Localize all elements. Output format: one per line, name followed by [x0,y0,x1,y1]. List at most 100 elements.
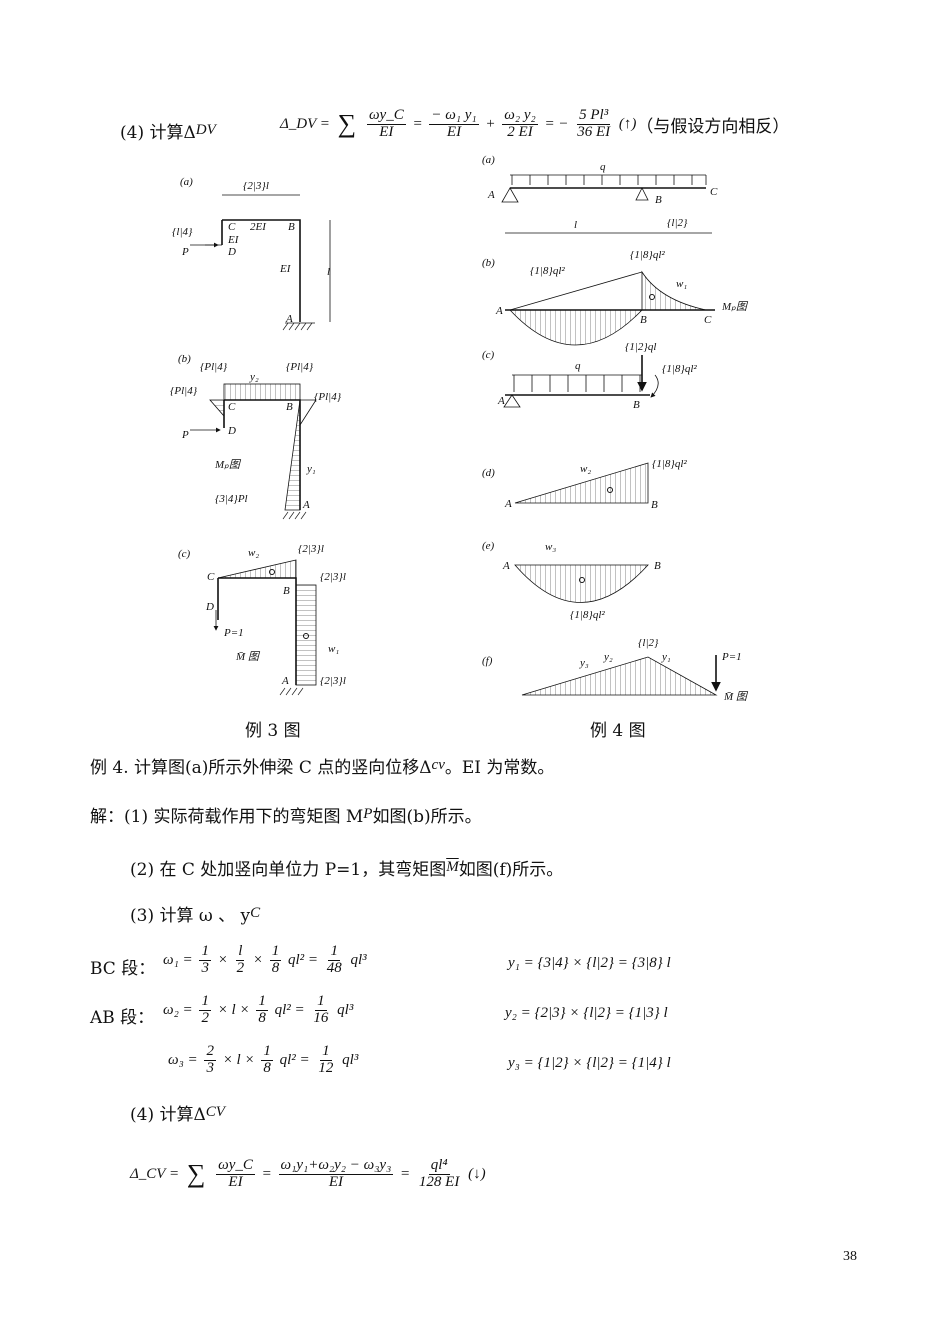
figure-tag: (d) [482,467,495,479]
step4-text: (4) 计算Δ [130,1105,206,1125]
span2-label: {l|2} [667,217,688,229]
math-text: × [213,951,232,968]
node-a: A [285,313,293,325]
w1-label: w₁ [328,643,339,655]
math-text: ql² = [275,1051,314,1068]
sigma-symbol: ∑ [186,1159,206,1189]
ex4-figure-a: (a) q A B C l {l|2} [482,154,718,234]
dim-left-label: {l|4} [172,226,193,238]
math-text: ω₁ = [163,951,197,968]
math-text: ql³ [333,1001,354,1018]
node-a: A [504,498,512,510]
node-c: C [704,314,712,326]
math-text: ω₃ = [168,1051,202,1068]
node-c: C [710,186,718,198]
ex4-figure-f: (f) {l|2} y₃ y₂ y₁ P=1 M̄ 图 [482,637,749,703]
figure-tag: (e) [482,540,495,552]
node-d: D [227,246,236,258]
ex4-caption: 例 4 图 [590,721,646,741]
problem-text: 例 4. 计算图(a)所示外伸梁 C 点的竖向位移Δ [90,758,432,778]
moment-label: {Pl|4} [200,361,228,373]
span1-label: l [574,219,577,231]
math-text: = [396,1165,414,1182]
formula: y₁ = {3|4} × {l|2} = {3|8} l [508,955,671,971]
step3-text: (3) 计算 ω 、 y [130,906,251,926]
moment-label: {Pl|4} [170,385,198,397]
node-d: D [227,425,236,437]
formula: y₃ = {1|2} × {l|2} = {1|4} l [508,1055,671,1071]
page-number: 38 [843,1249,857,1264]
unit-load: P=1 [223,627,244,639]
math-text: (↓) [464,1165,486,1182]
right-value: {2|3}l [320,571,346,583]
mp-label: Mₚ图 [214,459,242,471]
moment-bottom-label: {3|4}Pl [215,493,248,505]
ex4-figure-e: (e) w₃ {1|8}ql² A B [482,540,661,621]
mbar-label: M̄ 图 [235,651,261,663]
node-a: A [497,395,505,407]
sigma-symbol: ∑ [337,109,357,139]
step3-sub: C [250,905,261,921]
load-p: P [181,429,189,441]
w2-label: w₂ [580,463,591,475]
load-p: P [181,246,189,258]
figure-tag: (a) [180,176,193,188]
math-text: = [257,1165,276,1182]
step1-end: 如图(b)所示。 [372,807,482,827]
ei-col: EI [279,263,292,275]
ex3-figure-a: (a) {2|3}l l {l|4} C 2EI B EI D P EI A [172,176,331,331]
node-b: B [633,399,640,411]
node-a: A [502,560,510,572]
y2-formula: y₂ = {2|3} × {l|2} = {1|3} l [505,1005,668,1022]
peak-label: {l|2} [638,637,659,649]
step-label-sub: DV [195,122,216,138]
step1-sub: P [363,806,373,822]
math-text [209,1166,213,1183]
math-text: Δ_DV = [280,115,334,132]
y2-label: y₂ [603,651,613,663]
math-text: ql³ [346,951,367,968]
math-text [360,116,364,133]
step2-end: 如图(f)所示。 [458,860,564,880]
ei-top: 2EI [250,221,267,233]
figure-tag: (b) [482,257,495,269]
node-a: A [302,499,310,511]
moment-top-label: {1|8}ql² [630,249,665,261]
node-d: D [205,601,214,613]
math-text: × [249,951,267,968]
bottom-value: {2|3}l [320,675,346,687]
y1-label: y₁ [306,463,316,475]
node-a: A [495,305,503,317]
y1-formula: y₁ = {3|4} × {l|2} = {3|8} l [508,955,671,972]
q-label: q [600,161,606,173]
math-text: ω₂ = [163,1001,197,1018]
node-b: B [654,560,661,572]
y2-label: y₂ [249,371,259,383]
node-b: B [288,221,295,233]
dim-top-label: {2|3}l [243,180,269,192]
ex4-figure-d: (d) w₂ {1|8}ql² A B [482,458,687,511]
math-text: × l × [218,1051,259,1068]
